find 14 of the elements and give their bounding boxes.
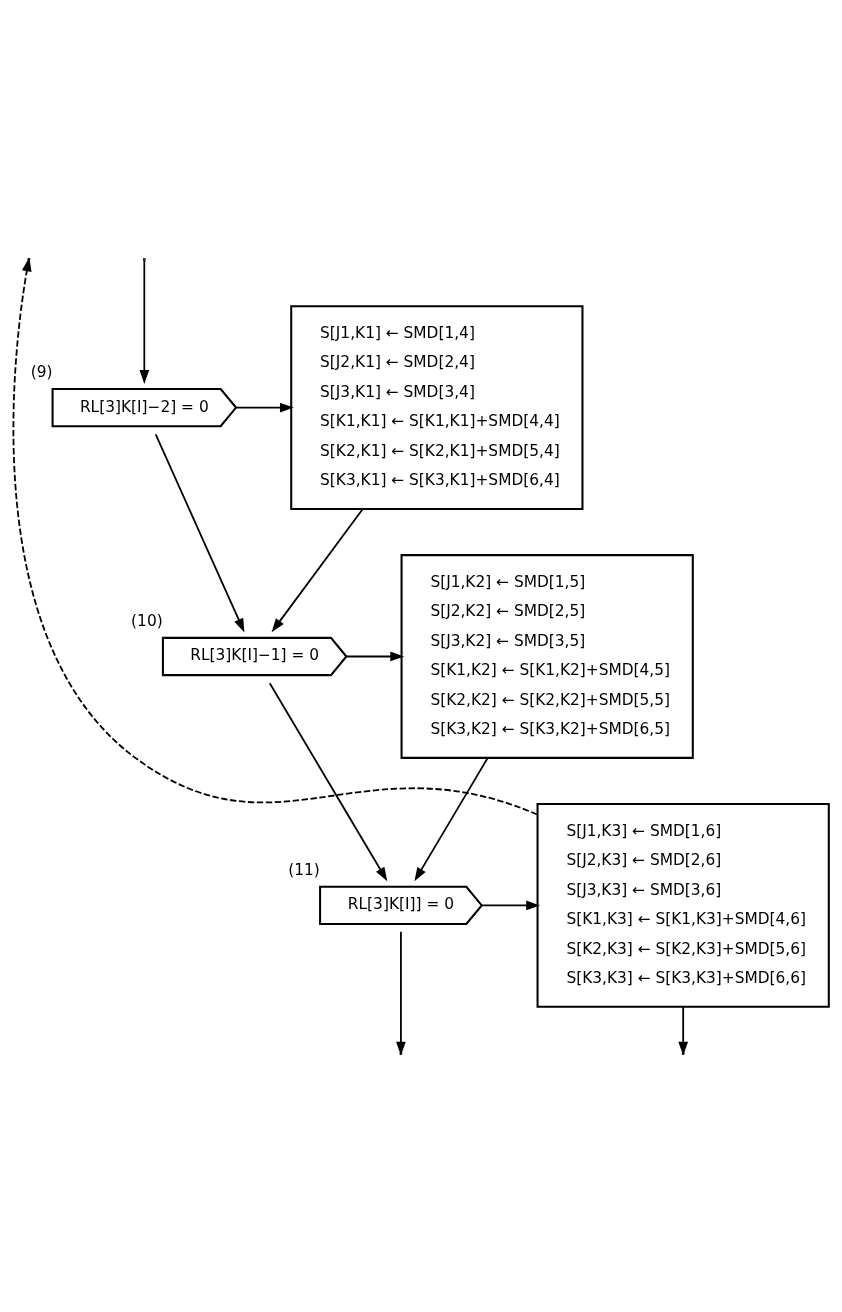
node-box: S[J1,K1] ← SMD[1,4] S[J2,K1] ← SMD[2,4] S[J3,K1] ← SMD[3,4] S[K1,K1] ← S[K1,K1]+SMD[4,4] S[K2,K1] ← S[K2,K1]+SMD[5,4] S[K3,K1] ← S[K3,K1]+SMD[6,4] [290,304,584,510]
arrow [154,432,245,632]
arrow [345,651,405,661]
arrow [235,402,294,412]
arrow [139,258,150,384]
node-box: S[J1,K3] ← SMD[1,6] S[J2,K3] ← SMD[2,6] S[J3,K3] ← SMD[3,6] S[K1,K3] ← S[K1,K3]+SMD[4,6] S[K2,K3] ← S[K2,K3]+SMD[5,6] S[K3,K3] ← S[K3,K3]+SMD[6,6] [536,802,830,1008]
arrow [268,681,388,881]
arrow [271,507,364,632]
node-label: (11) [288,860,320,879]
node-box: S[J1,K2] ← SMD[1,5] S[J2,K2] ← SMD[2,5] S[J3,K2] ← SMD[3,5] S[K1,K2] ← S[K1,K2]+SMD[4,5] S[K2,K2] ← S[K2,K2]+SMD[5,5] S[K3,K2] ← S[K3,K2]+SMD[6,5] [400,553,694,759]
arrow [414,756,489,881]
node-label: (10) [131,611,163,630]
node-label: (9) [30,362,53,381]
arrow [481,900,541,910]
